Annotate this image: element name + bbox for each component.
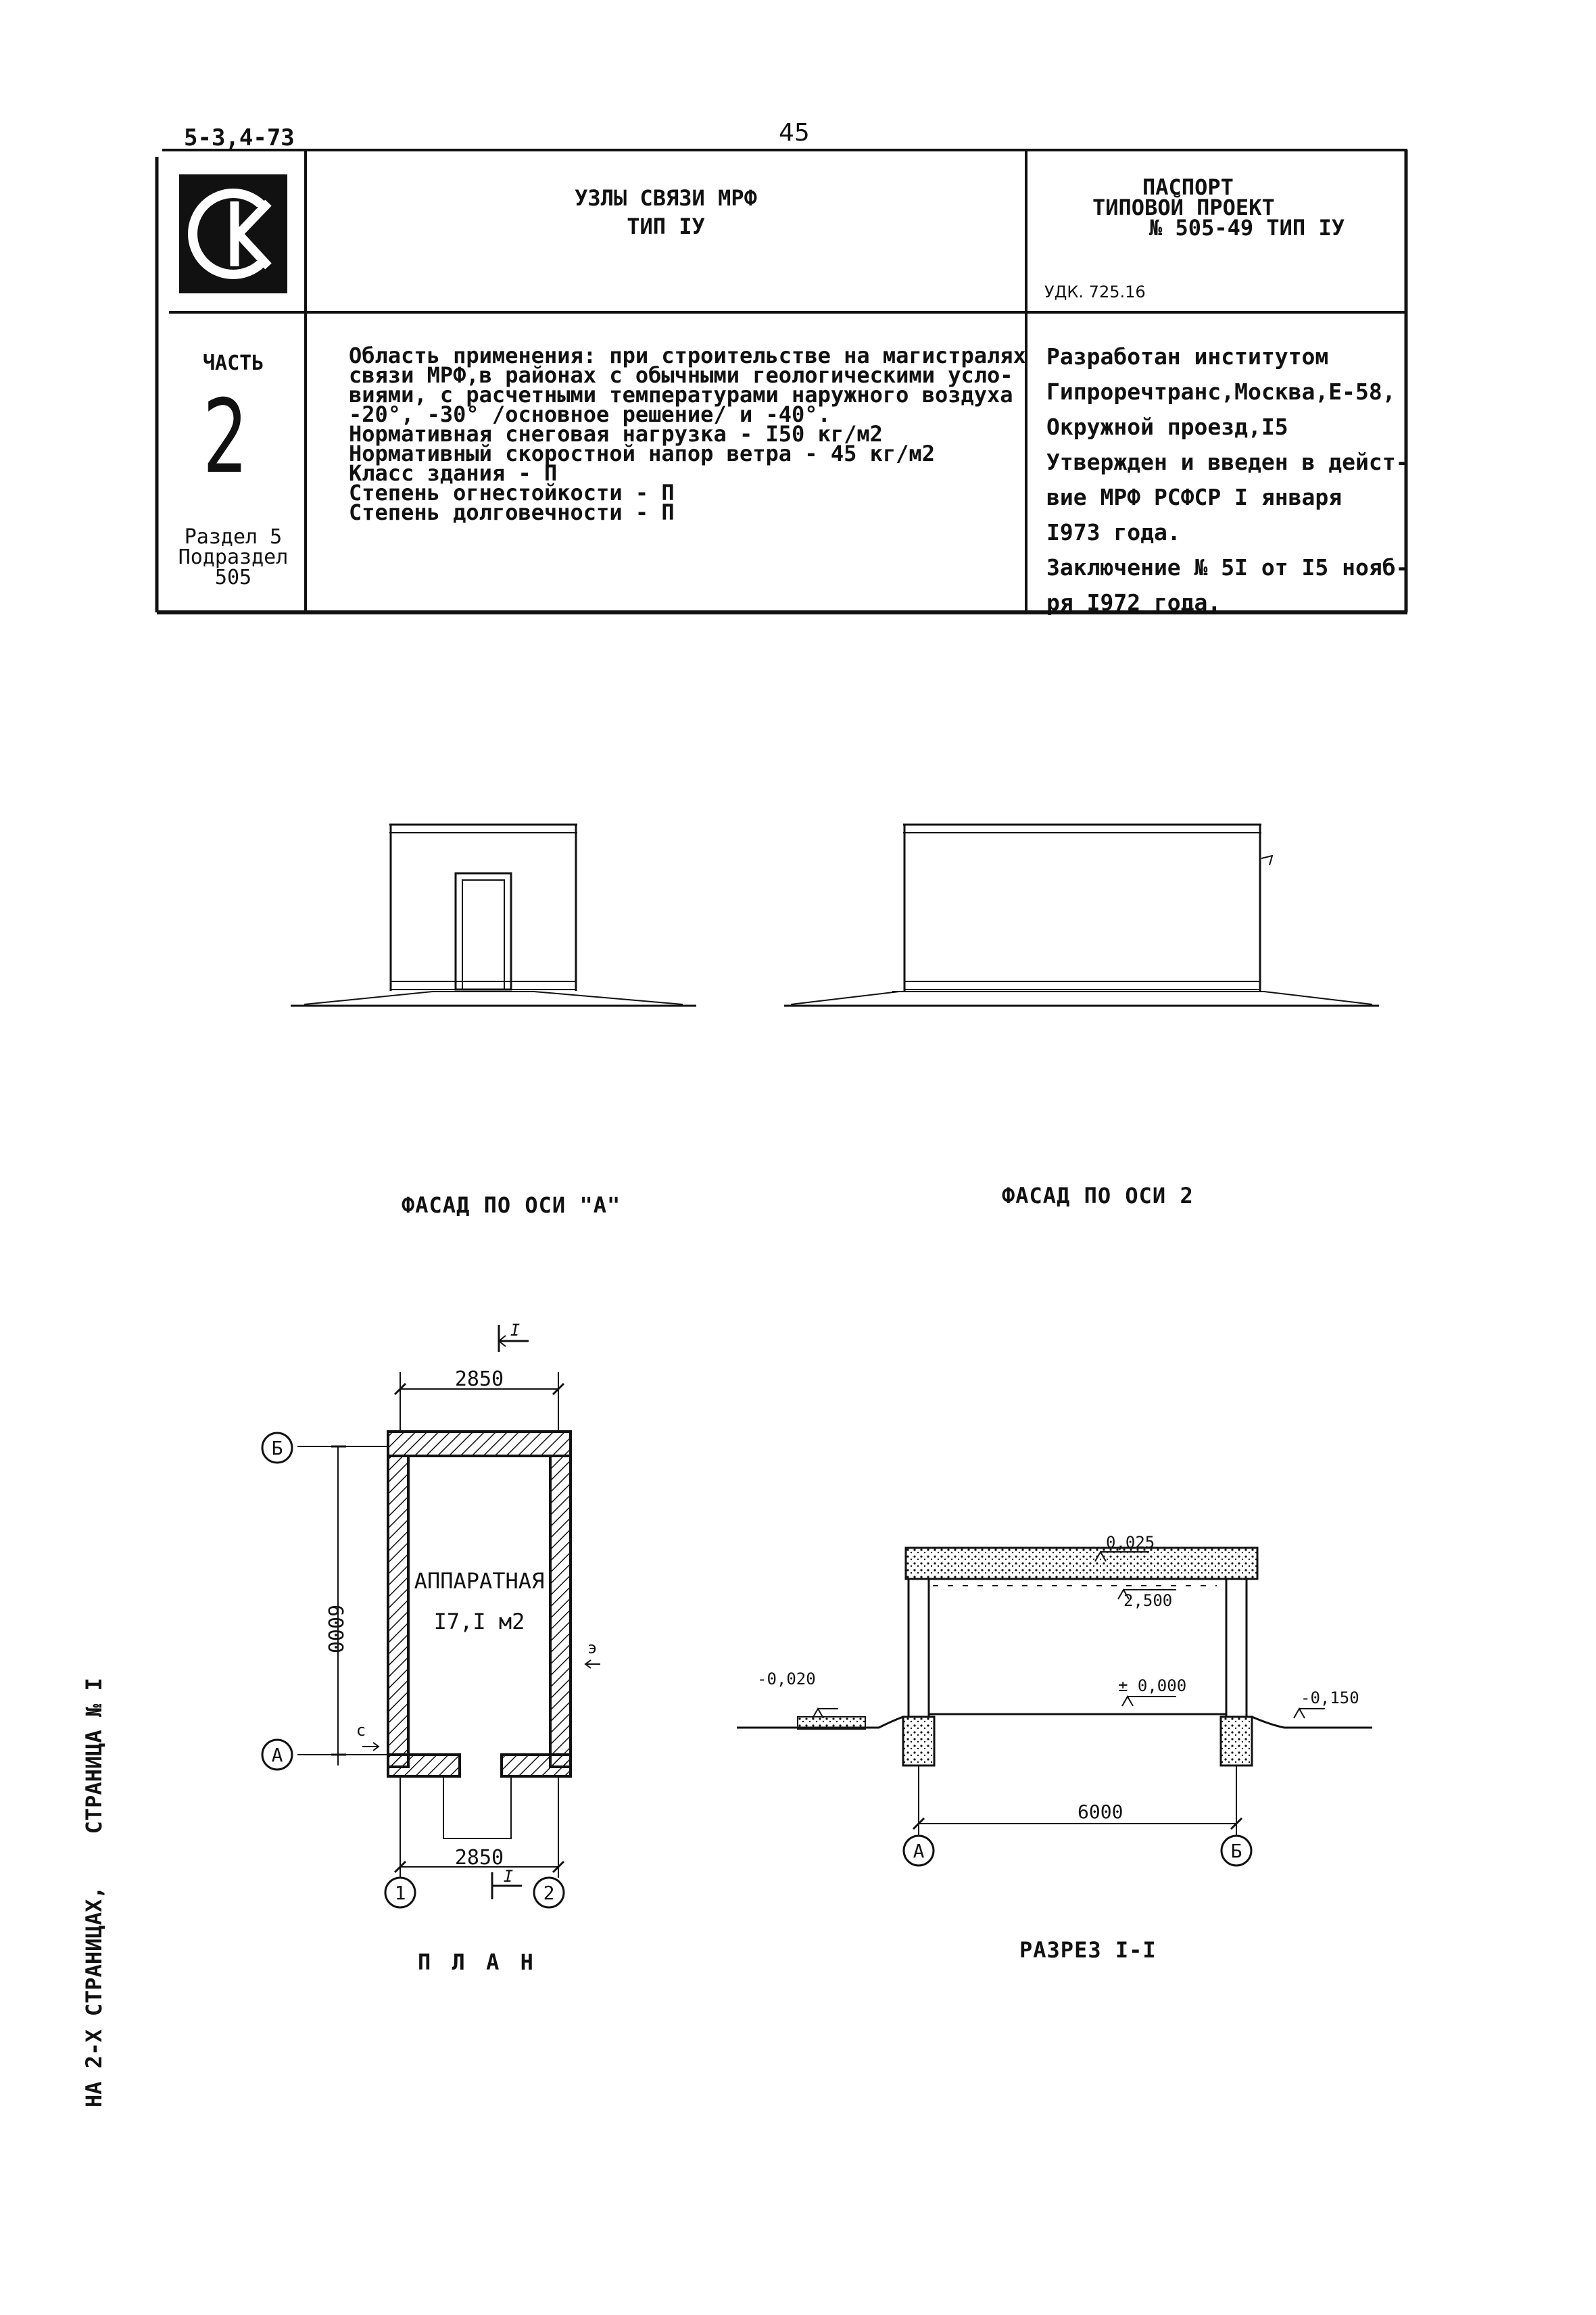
developer-line: Утвержден и введен в дейст- (1046, 449, 1409, 475)
developer-line: Гипроречтранс,Москва,Е-58, (1046, 379, 1396, 405)
developer-line: I973 года. (1046, 519, 1181, 545)
developer-line: Заключение № 5I от I5 нояб- (1046, 554, 1409, 581)
description-line: Область применения: при строительстве на… (349, 343, 1026, 368)
plan-dim-bottom: 2850 (455, 1846, 504, 1870)
udk-code: УДК. 725.16 (1044, 283, 1146, 301)
plan-drawing: Б А 1 2 2850 2850 6000 АППАРАТНАЯ I7,I м… (261, 1321, 600, 1909)
part-label: ЧАСТЬ (203, 351, 264, 375)
section-line: Подраздел (178, 545, 289, 569)
plan-axis-b-label: Б (272, 1437, 283, 1459)
developer-line: вие МРФ РСФСР I января (1046, 484, 1343, 510)
header-table-frame (155, 149, 1408, 614)
section-elev-ground-left: -0,020 (757, 1670, 816, 1688)
application-description: Область применения: при строительстве на… (349, 343, 1026, 525)
description-line: связи МРФ,в районах с обычными геологиче… (349, 362, 1013, 388)
section-elev-roof: 0,025 (1106, 1533, 1155, 1552)
plan-dim-top: 2850 (455, 1367, 504, 1391)
section-line: 505 (214, 566, 252, 589)
project-title: УЗЛЫ СВЯЗИ МРФ ТИП IУ (306, 184, 1026, 241)
description-line: Класс здания - П (349, 460, 558, 486)
section-axis-b-label: Б (1231, 1840, 1242, 1862)
section-info: Раздел 5 Подраздел 505 (169, 527, 297, 588)
part-number: 2 (203, 379, 248, 496)
page-number: 45 (779, 119, 810, 147)
developer-line: Разработан институтом (1046, 343, 1329, 370)
description-line: Нормативный скоростной напор ветра - 45 … (349, 441, 935, 466)
plan-dim-left: 6000 (323, 1605, 347, 1653)
description-line: -20°, -30° /основное решение/ и -40°. (349, 401, 831, 427)
plan-mark-c: с (356, 1721, 366, 1740)
section-elev-floor: ± 0,000 (1118, 1676, 1186, 1695)
section-axis-a-label: А (913, 1840, 925, 1862)
facade-a-drawing (291, 823, 696, 1007)
description-line: Степень долговечности - П (349, 499, 675, 525)
section-elev-ceiling: 2,500 (1123, 1591, 1172, 1610)
logo-ck-icon (188, 189, 281, 279)
developer-line: Окружной проезд,I5 (1046, 414, 1288, 440)
plan-axis-a-label: А (272, 1744, 283, 1766)
facade-2-caption: ФАСАД ПО ОСИ 2 (1002, 1183, 1194, 1209)
developer-line: ря I972 года. (1046, 589, 1222, 616)
pages-side-note: НА 2-Х СТРАНИЦАХ, СТРАНИЦА № I (81, 1678, 107, 2107)
section-drawing: 0,025 2,500 ± 0,000 -0,020 -0,150 6000 А… (737, 1533, 1372, 1867)
plan-room-area: I7,I м2 (434, 1609, 525, 1634)
description-line: виями, с расчетными температурами наружн… (349, 382, 1013, 408)
plan-room-name: АППАРАТНАЯ (414, 1568, 545, 1594)
section-elev-ground-right: -0,150 (1301, 1688, 1359, 1707)
plan-axis-2-label: 2 (543, 1882, 555, 1904)
passport-block: ПАСПОРТ ТИПОВОЙ ПРОЕКТ № 505-49 ТИП IУ (1082, 174, 1393, 241)
document-code: 5-3,4-73 (184, 124, 295, 151)
section-line: Раздел 5 (184, 525, 283, 549)
project-title-line: ТИП IУ (627, 214, 705, 239)
project-title-line: УЗЛЫ СВЯЗИ МРФ (575, 185, 757, 211)
passport-line: ТИПОВОЙ ПРОЕКТ (1092, 195, 1275, 220)
plan-cut-mark-bottom: I (504, 1867, 513, 1886)
section-caption: РАЗРЕЗ I-I (1019, 1937, 1157, 1963)
facade-2-drawing (784, 823, 1379, 1007)
description-line: Нормативная снеговая нагрузка - I50 кг/м… (349, 421, 883, 447)
facade-a-caption: ФАСАД ПО ОСИ "А" (402, 1192, 621, 1218)
plan-caption: П Л А Н (418, 1949, 537, 1975)
passport-line: № 505-49 ТИП IУ (1149, 215, 1345, 241)
passport-line: ПАСПОРТ (1142, 174, 1234, 200)
description-line: Степень огнестойкости - П (349, 480, 675, 506)
plan-axis-1-label: 1 (395, 1882, 406, 1904)
section-dim-span: 6000 (1078, 1801, 1123, 1823)
plan-mark-e: э (587, 1638, 597, 1657)
developer-info: Разработан институтом Гипроречтранс,Моск… (1046, 339, 1409, 620)
plan-cut-mark-top: I (510, 1321, 520, 1340)
logo (179, 174, 287, 293)
